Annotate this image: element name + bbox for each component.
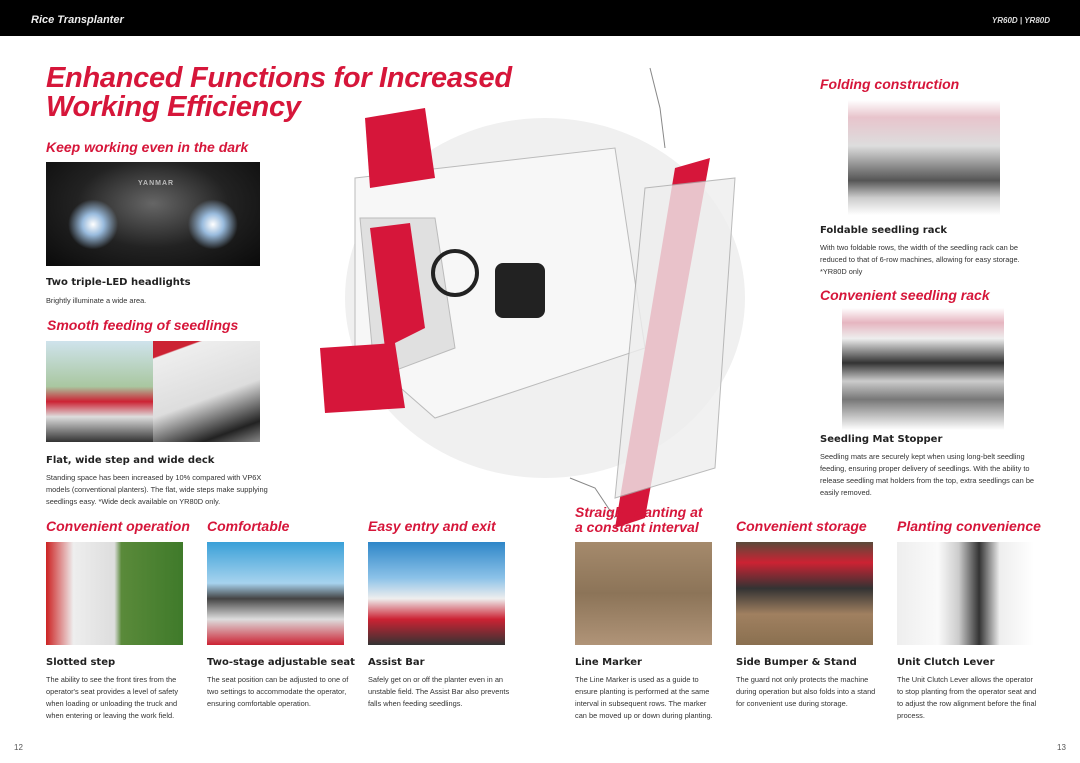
feature-heading: Convenient operation <box>46 518 190 534</box>
yanmar-logo: YANMAR <box>138 180 175 187</box>
header-bar: Rice Transplanter YR60D | YR80D <box>0 0 1080 36</box>
feature-body: The seat position can be adjusted to one… <box>207 675 349 708</box>
feature-photo <box>575 542 712 645</box>
feature-photo <box>736 542 873 645</box>
feature-body: The guard not only protects the machine … <box>736 675 876 708</box>
feature-caption: Line Marker <box>575 657 642 668</box>
feature-photo <box>368 542 505 645</box>
page-number-left: 12 <box>14 743 23 752</box>
title-line-2: Working Efficiency <box>46 91 301 123</box>
feature-body: Safely get on or off the planter even in… <box>368 675 510 708</box>
feature-heading: Easy entry and exit <box>368 518 496 534</box>
headlights-caption: Two triple-LED headlights <box>46 277 191 288</box>
seat <box>495 263 545 318</box>
model-names: YR60D | YR80D <box>991 16 1050 25</box>
feature-body: The Line Marker is used as a guide to en… <box>575 675 713 720</box>
rack-body: Seedling mats are securely kept when usi… <box>820 452 1035 497</box>
headlight-photo: YANMAR <box>46 162 260 266</box>
rack-heading: Convenient seedling rack <box>820 287 990 303</box>
section-title: Rice Transplanter <box>31 14 124 26</box>
rack-caption: Seedling Mat Stopper <box>820 434 943 445</box>
feature-photo <box>897 542 1034 645</box>
feature-photo <box>207 542 344 645</box>
page-number-right: 13 <box>1057 743 1066 752</box>
feature-heading: Straight planting at a constant interval <box>575 504 703 535</box>
feature-caption: Unit Clutch Lever <box>897 657 995 668</box>
feature-body: The ability to see the front tires from … <box>46 675 179 720</box>
folding-rack-photo <box>848 100 1000 215</box>
feeding-heading: Smooth feeding of seedlings <box>47 317 239 333</box>
feature-caption: Assist Bar <box>368 657 425 668</box>
feature-caption: Side Bumper & Stand <box>736 657 857 668</box>
folding-body: With two foldable rows, the width of the… <box>820 243 1020 276</box>
worker-feeding-photo <box>46 341 153 442</box>
feature-body: The Unit Clutch Lever allows the operato… <box>897 675 1037 720</box>
feature-heading: Convenient storage <box>736 518 867 534</box>
feature-photo <box>46 542 183 645</box>
title-line-1: Enhanced Functions for Increased <box>46 62 512 94</box>
feature-caption: Slotted step <box>46 657 116 668</box>
line-marker-arm <box>649 67 666 149</box>
line-marker-arm-lower <box>569 477 616 519</box>
feature-heading: Comfortable <box>207 518 290 534</box>
step-body: Standing space has been increased by 10%… <box>46 473 268 506</box>
dark-heading: Keep working even in the dark <box>46 139 249 155</box>
rice-transplanter-illustration <box>320 67 745 528</box>
seedling-rack-photo <box>842 308 1004 430</box>
folding-heading: Folding construction <box>820 76 960 92</box>
hood-red <box>370 223 425 348</box>
step-caption: Flat, wide step and wide deck <box>46 455 215 466</box>
rear-rack-red <box>320 343 405 413</box>
steering-wheel <box>431 249 479 297</box>
front-rack-red <box>365 108 435 188</box>
folding-caption: Foldable seedling rack <box>820 225 948 236</box>
wide-deck-photo <box>153 341 260 442</box>
feature-caption: Two-stage adjustable seat <box>207 657 355 668</box>
seedling-rack <box>614 177 736 499</box>
page-title: Enhanced Functions for Increased Working… <box>46 64 512 122</box>
feature-heading: Planting convenience <box>897 518 1041 534</box>
headlights-body: Brightly illuminate a wide area. <box>46 296 147 305</box>
